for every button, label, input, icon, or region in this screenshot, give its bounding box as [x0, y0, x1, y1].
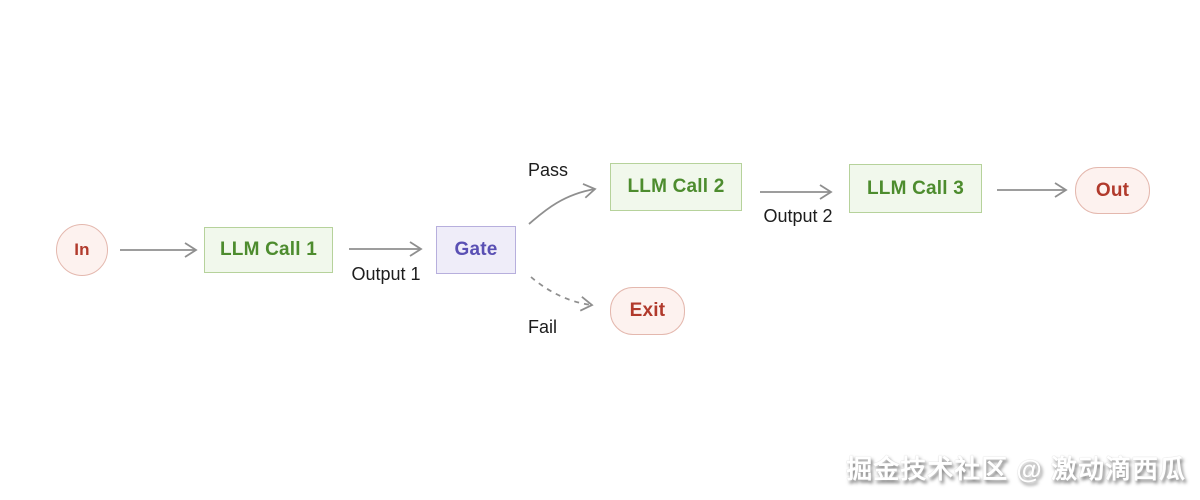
node-llm-call-2: LLM Call 2 — [610, 163, 742, 211]
edge-label-pass: Pass — [528, 160, 569, 180]
edge-label-output-1: Output 1 — [351, 264, 421, 284]
node-llm-call-3-label: LLM Call 3 — [866, 177, 964, 199]
node-llm-call-2-label: LLM Call 2 — [627, 176, 725, 197]
node-gate-label: Gate — [454, 239, 498, 260]
node-exit: Exit — [610, 287, 685, 335]
edge-label-output-2: Output 2 — [763, 206, 833, 226]
node-out-label: Out — [1095, 179, 1130, 201]
node-exit-label: Exit — [629, 300, 666, 321]
edge-gate-to-exit-fail — [530, 276, 594, 312]
node-out: Out — [1075, 167, 1150, 214]
edge-gate-to-llm-call-2-pass — [528, 183, 597, 225]
node-in: In — [56, 224, 108, 276]
node-llm-call-1-label: LLM Call 1 — [219, 239, 317, 260]
watermark-text: 掘金技术社区 @ 激动滴西瓜 — [846, 454, 1186, 484]
node-gate: Gate — [436, 226, 516, 274]
node-in-label: In — [74, 240, 90, 259]
node-llm-call-3: LLM Call 3 — [849, 164, 982, 213]
node-llm-call-1: LLM Call 1 — [204, 227, 333, 273]
edge-label-fail: Fail — [528, 317, 558, 337]
